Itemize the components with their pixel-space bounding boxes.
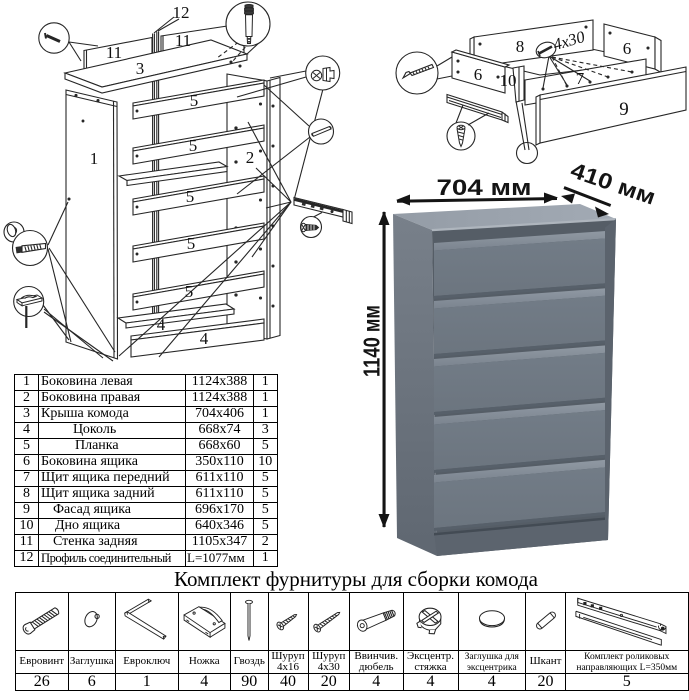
svg-text:5: 5 xyxy=(190,91,199,110)
svg-text:12: 12 xyxy=(173,3,190,22)
svg-text:704 мм: 704 мм xyxy=(437,175,532,200)
svg-text:5: 5 xyxy=(186,187,195,206)
svg-text:1140 мм: 1140 мм xyxy=(359,305,385,377)
svg-text:7: 7 xyxy=(576,69,585,88)
svg-text:11: 11 xyxy=(175,31,191,50)
svg-text:8: 8 xyxy=(516,37,525,56)
svg-text:10: 10 xyxy=(500,71,517,90)
svg-text:11: 11 xyxy=(106,43,122,62)
svg-text:6: 6 xyxy=(623,39,632,58)
svg-text:410 мм: 410 мм xyxy=(567,157,658,209)
svg-text:5: 5 xyxy=(189,136,198,155)
svg-text:2: 2 xyxy=(246,148,255,167)
svg-text:5: 5 xyxy=(185,282,194,301)
svg-text:6: 6 xyxy=(474,65,483,84)
svg-text:4: 4 xyxy=(200,329,209,348)
svg-text:1: 1 xyxy=(90,149,99,168)
svg-text:4: 4 xyxy=(157,315,166,334)
svg-text:5: 5 xyxy=(187,234,196,253)
svg-text:9: 9 xyxy=(619,99,629,120)
svg-text:3: 3 xyxy=(136,59,145,78)
